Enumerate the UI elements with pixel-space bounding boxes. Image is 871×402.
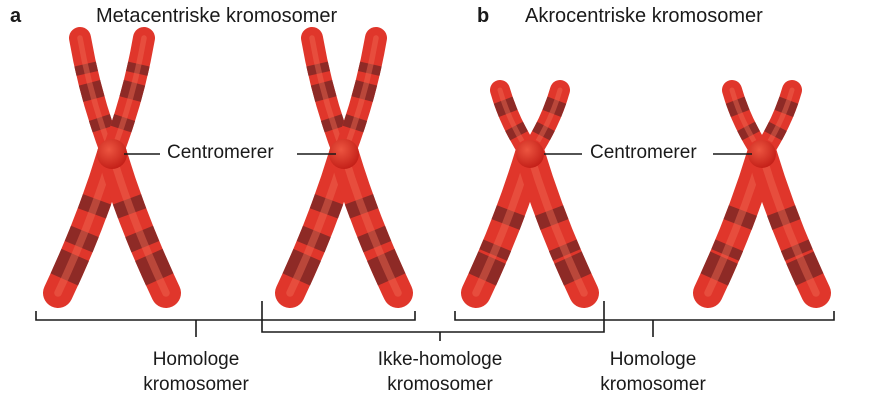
chromosome-band (711, 239, 744, 261)
centromere (748, 140, 776, 168)
group-label-line2: kromosomer (387, 374, 493, 395)
chromosome-band (548, 239, 581, 261)
chromosome-band (88, 114, 114, 133)
chromosome-band (774, 96, 799, 117)
chromosome-band (320, 114, 346, 133)
chromosome-band (342, 114, 368, 133)
chromosome-band (367, 248, 406, 286)
group-label-line1: Homologe (609, 349, 697, 370)
chromosome-band (468, 251, 506, 286)
chromosome-band (493, 96, 518, 117)
chromosome-band (296, 225, 331, 253)
group-label-line1: Ikke-homologe (377, 349, 503, 370)
chromosome-band (479, 239, 512, 261)
chromosome-band (780, 239, 813, 261)
chromosome-band (505, 121, 528, 141)
chromosome-band (310, 79, 337, 102)
bracket-homologous-b (454, 311, 835, 321)
chromosome-band (112, 194, 147, 219)
chromosome-band (110, 114, 136, 133)
chromosome-band (737, 121, 760, 141)
group-label-line1: Homologe (152, 349, 240, 370)
chromosome-band (554, 251, 592, 286)
centromere (516, 140, 544, 168)
chromosome-band (358, 61, 382, 76)
chromosome-band (135, 248, 174, 286)
chromosome-band (491, 205, 525, 230)
group-label-line2: kromosomer (143, 374, 249, 395)
chromosome-metacentric (43, 27, 181, 308)
chromosome-band (725, 96, 750, 117)
chromosome-band (64, 225, 99, 253)
chromosome-band (309, 194, 344, 219)
chromosome-band (700, 251, 738, 286)
bracket-homologous-a (35, 311, 416, 321)
chromosome-band (351, 79, 378, 102)
chromatid-highlight (758, 150, 820, 297)
chromosome-band (764, 121, 787, 141)
group-label-line2: kromosomer (600, 374, 706, 395)
group-label-homologous-a: Homologe kromosomer (96, 347, 296, 397)
chromosome-band (126, 61, 150, 76)
chromosome-band (723, 205, 757, 230)
chromosome-band (77, 194, 112, 219)
group-label-homologous-b: Homologe kromosomer (553, 347, 753, 397)
chromosome-band (767, 205, 801, 230)
chromosome-band (532, 121, 555, 141)
chromosome-band (542, 96, 567, 117)
chromosome-band (306, 61, 330, 76)
chromosome-band (119, 79, 146, 102)
chromatid-highlight (340, 150, 402, 297)
chromosome-band (125, 225, 160, 253)
chromosome-band (357, 225, 392, 253)
centromere (329, 139, 359, 169)
chromatid-highlight (526, 150, 588, 297)
chromosome-band (282, 248, 321, 286)
chromosome-band (344, 194, 379, 219)
chromosome-band (786, 251, 824, 286)
group-label-nonhomologous: Ikke-homologe kromosomer (340, 347, 540, 397)
chromosome-band (535, 205, 569, 230)
panel-title-metacentric: Metacentriske kromosomer (96, 5, 338, 27)
chromosome-acrocentric (693, 80, 831, 308)
panel-letter-a: a (10, 5, 22, 27)
chromosome-band (74, 61, 98, 76)
centromere-label: Centromerer (167, 142, 274, 163)
chromosome-metacentric (275, 27, 413, 308)
chromatid-highlight (108, 150, 170, 297)
bracket-nonhomologous (261, 301, 605, 333)
panel-letter-b: b (477, 5, 490, 27)
centromere-label: Centromerer (590, 142, 697, 163)
chromosome-band (78, 79, 105, 102)
chromosome-acrocentric (461, 80, 599, 308)
chromosome-band (50, 248, 89, 286)
centromere (97, 139, 127, 169)
panel-title-acrocentric: Akrocentriske kromosomer (525, 5, 763, 27)
